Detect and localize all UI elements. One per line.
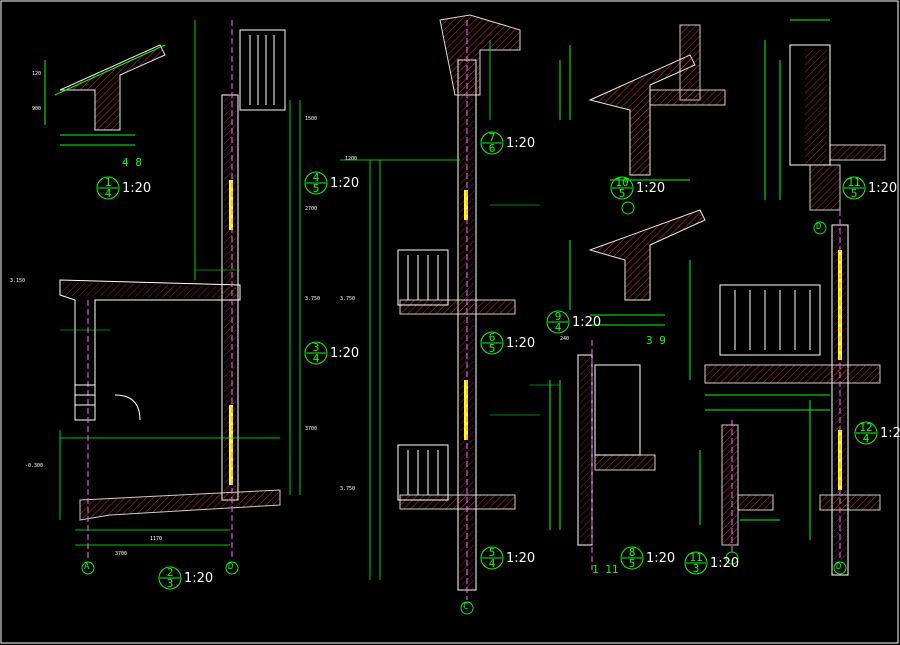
detail-tag-4-5: 45 1:20 bbox=[304, 171, 359, 195]
detail-tag-2-3: 23 1:20 bbox=[158, 566, 213, 590]
pair-tag-111: 1 11 bbox=[592, 563, 619, 576]
detail-tag-bottom: 5 bbox=[629, 557, 636, 570]
detail-tag-bottom: 3 bbox=[693, 562, 700, 575]
detail-tag-scale: 1:20 bbox=[184, 571, 213, 586]
axis-label-d: D bbox=[228, 562, 234, 572]
column-detail-11-5 bbox=[764, 19, 886, 211]
detail-tag-scale: 1:20 bbox=[330, 346, 359, 361]
detail-tag-bottom: 4 bbox=[105, 187, 112, 200]
detail-tag-8-5: 85 1:20 bbox=[620, 546, 675, 570]
detail-tag-top: 4 bbox=[313, 171, 320, 184]
svg-text:1200: 1200 bbox=[345, 156, 357, 162]
eave-detail-10-5 bbox=[559, 24, 726, 181]
detail-tag-11-5: 115 1:20 bbox=[842, 176, 897, 200]
detail-tag-top: 2 bbox=[167, 566, 174, 579]
pair-tag-48: 4 8 bbox=[122, 156, 142, 169]
axis-label-c: C bbox=[463, 602, 469, 612]
section-2-3 bbox=[59, 20, 301, 560]
detail-tag-9-4: 94 1:20 bbox=[546, 310, 601, 334]
detail-tag-11-3: 113 1:20 bbox=[684, 551, 739, 575]
detail-tag-scale: 1:20 bbox=[122, 181, 151, 196]
detail-tag-scale: 1:20 bbox=[506, 136, 535, 151]
svg-text:1500: 1500 bbox=[305, 116, 317, 122]
grid-axis-circles bbox=[81, 201, 847, 615]
section-11-3 bbox=[699, 420, 780, 555]
detail-tag-bottom: 5 bbox=[489, 342, 496, 355]
detail-tag-scale: 1:20 bbox=[506, 336, 535, 351]
svg-text:3.750: 3.750 bbox=[305, 296, 320, 302]
svg-text:-0.300: -0.300 bbox=[25, 463, 43, 469]
detail-tag-5-4: 54 1:20 bbox=[480, 546, 535, 570]
detail-tag-6-5: 65 1:20 bbox=[480, 331, 535, 355]
detail-tag-bottom: 4 bbox=[555, 321, 562, 334]
svg-text:3.750: 3.750 bbox=[340, 296, 355, 302]
svg-text:900: 900 bbox=[32, 106, 41, 112]
section-12-4 bbox=[689, 210, 881, 576]
svg-text:3700: 3700 bbox=[305, 426, 317, 432]
detail-tag-scale: 1:20 bbox=[636, 181, 665, 196]
detail-tag-1-4: 14 1:20 bbox=[96, 176, 151, 200]
detail-tag-scale: 1:20 bbox=[880, 426, 900, 441]
detail-tag-scale: 1:20 bbox=[572, 315, 601, 330]
detail-tag-top: 7 bbox=[489, 131, 496, 144]
detail-tag-10-5: 105 1:20 bbox=[610, 176, 665, 200]
pair-tag-39: 3 9 bbox=[646, 334, 666, 347]
detail-tag-top: 10 bbox=[615, 176, 628, 189]
detail-tag-bottom: 6 bbox=[489, 142, 496, 155]
detail-tag-top: 1 bbox=[105, 176, 112, 189]
svg-text:1170: 1170 bbox=[150, 536, 162, 542]
detail-tag-top: 8 bbox=[629, 546, 636, 559]
detail-tag-scale: 1:20 bbox=[710, 556, 739, 571]
eave-detail-9-4 bbox=[569, 209, 706, 326]
detail-tag-bottom: 5 bbox=[619, 187, 626, 200]
eave-detail-1-4 bbox=[44, 44, 166, 146]
detail-tag-bottom: 4 bbox=[313, 352, 320, 365]
detail-tag-top: 12 bbox=[859, 421, 872, 434]
section-8-5 bbox=[549, 340, 656, 570]
axis-label-a: A bbox=[84, 562, 90, 572]
axis-label-d-upper: D bbox=[816, 222, 822, 232]
svg-text:120: 120 bbox=[32, 71, 41, 77]
detail-tag-bottom: 3 bbox=[167, 577, 174, 590]
detail-tag-bottom: 5 bbox=[313, 182, 320, 195]
svg-text:240: 240 bbox=[560, 336, 569, 342]
detail-tag-scale: 1:20 bbox=[330, 176, 359, 191]
detail-tag-bottom: 4 bbox=[489, 557, 496, 570]
detail-tag-top: 9 bbox=[555, 310, 562, 323]
detail-tag-top: 6 bbox=[489, 331, 496, 344]
detail-tag-3-4: 34 1:20 bbox=[304, 341, 359, 365]
detail-tag-top: 3 bbox=[313, 341, 320, 354]
svg-text:2700: 2700 bbox=[305, 206, 317, 212]
detail-tag-top: 11 bbox=[689, 551, 702, 564]
detail-tag-bottom: 4 bbox=[863, 432, 870, 445]
detail-tag-scale: 1:20 bbox=[646, 551, 675, 566]
detail-tag-top: 11 bbox=[847, 176, 860, 189]
section-center bbox=[340, 14, 521, 600]
detail-tag-12-4: 124 1:20 bbox=[854, 421, 900, 445]
svg-text:3.750: 3.750 bbox=[340, 486, 355, 492]
svg-text:3.150: 3.150 bbox=[10, 278, 25, 284]
detail-tag-scale: 1:20 bbox=[868, 181, 897, 196]
detail-tag-scale: 1:20 bbox=[506, 551, 535, 566]
detail-tag-7-6: 76 1:20 bbox=[480, 131, 535, 155]
svg-text:3700: 3700 bbox=[115, 551, 127, 557]
detail-tag-top: 5 bbox=[489, 546, 496, 559]
axis-label-d-right: D bbox=[836, 562, 842, 572]
detail-tag-bottom: 5 bbox=[851, 187, 858, 200]
